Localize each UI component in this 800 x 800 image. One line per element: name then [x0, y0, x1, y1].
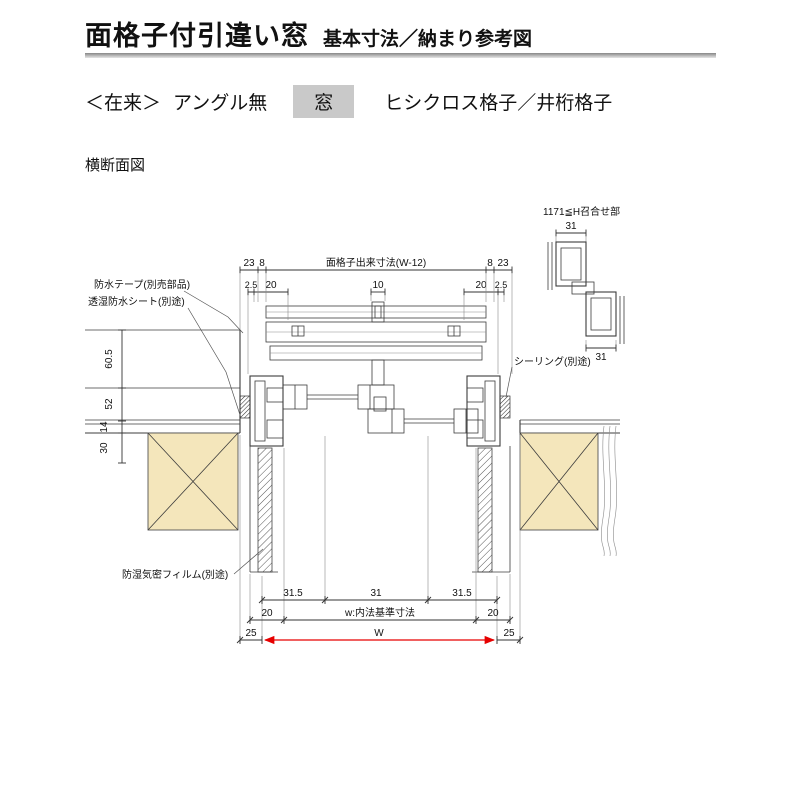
view-title: 横断面図 [85, 157, 146, 174]
breathable-sheet-label: 透湿防水シート(別途) [88, 295, 185, 308]
inner-sash-meeting-stile [367, 408, 405, 434]
dim-52: 52 [104, 398, 115, 410]
waterproof-tape-label: 防水テープ(別売部品) [94, 278, 190, 291]
sealing-left [239, 395, 251, 419]
dim-23-left: 23 [243, 258, 255, 269]
interior-casing [249, 446, 511, 573]
dim-31-5-right: 31.5 [452, 588, 472, 599]
dim-30: 30 [99, 442, 110, 454]
page-header: 面格子付引違い窓 基本寸法／納まり参考図 [85, 14, 532, 53]
grille-type-label: ヒシクロス格子／井桁格子 [384, 93, 613, 114]
construction-type-label: ＜在来＞ [85, 93, 162, 114]
dim-20-bottom-right: 20 [487, 608, 499, 619]
wall-section-left [85, 329, 241, 531]
meeting-interlock [373, 396, 387, 412]
dim-25-bottom-right: 25 [503, 628, 515, 639]
window-type-badge: 窓 [293, 85, 355, 118]
grille-section [265, 301, 487, 386]
total-width-label: W [374, 628, 384, 639]
dim-20-bottom-left: 20 [261, 608, 273, 619]
callouts: 防水テープ(別売部品) 透湿防水シート(別途) シーリング(別途) 防湿気密フィ… [88, 278, 591, 581]
dim-10-center: 10 [372, 280, 384, 291]
detail-dim-bottom: 31 [595, 352, 607, 363]
dim-8-right: 8 [487, 258, 493, 269]
wall-section-right [519, 419, 620, 557]
left-dimensions: 60.5 52 14 30 [99, 329, 126, 464]
bottom-dimensions: 31.5 31 31.5 20 w:内法基準寸法 20 25 W 25 [236, 435, 524, 645]
dim-31-5-left: 31.5 [283, 588, 303, 599]
dim-20-top-right: 20 [475, 280, 487, 291]
dim-2-5-left: 2.5 [245, 280, 258, 290]
title-divider [85, 53, 716, 58]
dim-25-bottom-left: 25 [245, 628, 257, 639]
page-subtitle: 基本寸法／納まり参考図 [323, 29, 533, 50]
dim-23-right: 23 [497, 258, 509, 269]
angle-type-label: アングル無 [173, 93, 268, 114]
top-dimensions: 23 8 面格子出来寸法(W-12) 8 23 2.5 20 10 20 2.5 [239, 256, 513, 374]
detail-caption: 1171≦H召合せ部 [543, 205, 620, 218]
dim-20-top-left: 20 [265, 280, 277, 291]
dim-2-5-right: 2.5 [495, 280, 508, 290]
dim-8-left: 8 [259, 258, 265, 269]
detail-dim-top: 31 [565, 221, 577, 232]
sheet-wavy-lines [601, 425, 605, 557]
grille-width-label: 面格子出来寸法(W-12) [326, 256, 426, 269]
sliding-sashes [282, 384, 479, 434]
meeting-stile-detail: 1171≦H召合せ部 31 31 [543, 205, 625, 363]
dim-14: 14 [99, 421, 110, 433]
sealing-right [499, 395, 511, 419]
page-title: 面格子付引違い窓 [85, 21, 309, 51]
dim-31-center: 31 [370, 588, 382, 599]
variant-row: ＜在来＞ アングル無 窓 ヒシクロス格子／井桁格子 [85, 85, 612, 118]
dim-60-5: 60.5 [104, 349, 115, 369]
inner-width-label: w:内法基準寸法 [344, 606, 415, 619]
sealing-label: シーリング(別途) [514, 355, 591, 368]
moisture-film-label: 防湿気密フィルム(別途) [122, 568, 228, 581]
frame-jambs [239, 375, 511, 447]
